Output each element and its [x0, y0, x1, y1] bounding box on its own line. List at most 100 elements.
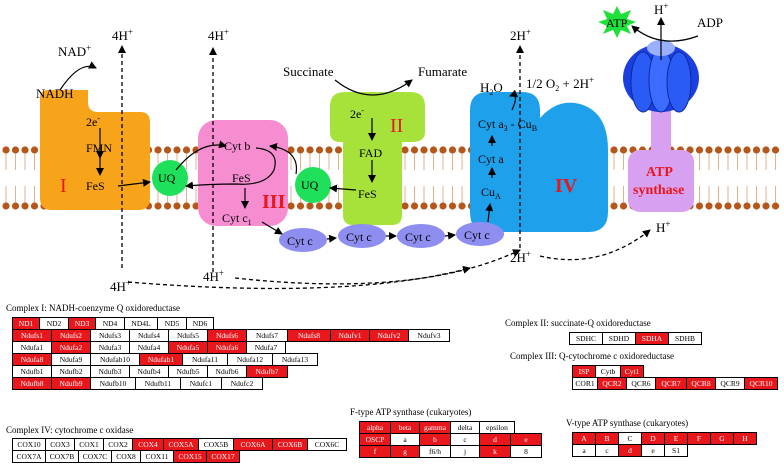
uq-label: UQ	[301, 178, 319, 192]
gene-cell: F	[687, 432, 711, 445]
gene-cell: SDHC	[569, 332, 603, 345]
proton-label: 4H+	[208, 27, 229, 43]
complex-iii-title: Complex III: Q-cytochrome c oxidoreducta…	[510, 351, 674, 361]
gene-cell: COR1	[572, 377, 598, 390]
arrow-uq-cytb	[175, 140, 227, 171]
lipid-head	[21, 146, 29, 154]
cytc-label: Cyt c	[464, 228, 490, 242]
atp-label: ATP	[606, 16, 628, 30]
lipid-head	[401, 202, 409, 210]
gene-cell: Ndufb7	[246, 365, 288, 378]
lipid-head	[752, 146, 761, 154]
lipid-head	[743, 146, 751, 154]
lipid-head	[695, 202, 704, 210]
fes-label: FeS	[232, 171, 251, 185]
cyta3-label: Cyt a3 - CuB	[478, 117, 537, 133]
fes-label: FeS	[358, 187, 377, 201]
f-type-title: F-type ATP synthase (cukaryotes)	[350, 407, 472, 417]
lipid-head	[11, 146, 20, 154]
nad-label: NAD+	[58, 43, 91, 59]
two-e-label: 2e-	[86, 114, 100, 129]
lipid-head	[11, 202, 20, 210]
complex-ii-shape	[330, 92, 425, 225]
lipid-head	[429, 146, 438, 154]
complex-iv-numeral: IV	[555, 175, 578, 197]
proton-label: 2H+	[510, 249, 531, 265]
lipid-head	[619, 202, 628, 210]
proton-return-3	[539, 229, 651, 261]
lipid-head	[296, 202, 305, 210]
gene-cell: d	[618, 444, 642, 457]
lipid-head	[610, 202, 618, 210]
lipid-head	[182, 146, 191, 154]
gene-cell: S1	[664, 444, 688, 457]
complex-ii-numeral: II	[390, 115, 403, 137]
proton-label: H+	[656, 219, 670, 235]
lipid-head	[2, 202, 10, 210]
gene-cell: Ndufb10	[90, 377, 136, 390]
gene-cell: QCR8	[686, 377, 716, 390]
gene-cell: QCR2	[597, 377, 627, 390]
lipid-head	[762, 202, 770, 210]
lipid-head	[287, 146, 295, 154]
lipid-head	[439, 146, 447, 154]
uq-2-circle	[295, 167, 331, 203]
gene-cell: COX15	[173, 450, 207, 463]
gene-cell: SDHD	[602, 332, 636, 345]
gene-cell: Ndufc2	[221, 377, 263, 390]
lipid-head	[163, 146, 172, 154]
arrow-o2-h2o	[509, 89, 518, 111]
cytc-2-shape	[338, 224, 386, 248]
lipid-head	[296, 146, 305, 154]
proton-label: 4H+	[110, 278, 131, 294]
gene-cell: Ndufb8	[12, 377, 52, 390]
lipid-head	[458, 202, 466, 210]
lipid-head	[192, 202, 200, 210]
lipid-head	[705, 202, 713, 210]
gene-cell: Ndufc1	[180, 377, 222, 390]
fes-label: FeS	[86, 179, 105, 193]
uq-label: UQ	[158, 171, 176, 185]
gene-cell: COX6C	[307, 438, 347, 451]
lipid-head	[771, 202, 780, 210]
lipid-head	[724, 146, 732, 154]
gene-cell: QCR7	[655, 377, 687, 390]
proton-label: 4H+	[203, 268, 224, 284]
h2o-label: H2O	[480, 80, 503, 97]
atp-subunit	[666, 51, 692, 113]
arrow-cycle	[185, 147, 276, 190]
lipid-head	[315, 202, 324, 210]
lipid-head	[752, 202, 761, 210]
gene-cell: k	[479, 445, 511, 458]
lipid-head	[401, 146, 409, 154]
gene-cell: Ndufa13	[272, 353, 318, 366]
proton-return-1	[127, 265, 471, 290]
lipid-head	[21, 202, 29, 210]
gene-cell: COX6A	[233, 438, 273, 451]
fumarate-label: Fumarate	[418, 64, 467, 79]
lipid-head	[306, 146, 314, 154]
gene-cell: QCR10	[744, 377, 778, 390]
arrow-succinate-fumarate	[334, 79, 413, 96]
lipid-head	[420, 202, 428, 210]
lipid-head	[448, 146, 457, 154]
gene-cell: COX17	[206, 450, 240, 463]
lipid-head	[410, 146, 419, 154]
fad-label: FAD	[359, 146, 382, 160]
arrow-nadh-nad	[59, 61, 97, 91]
